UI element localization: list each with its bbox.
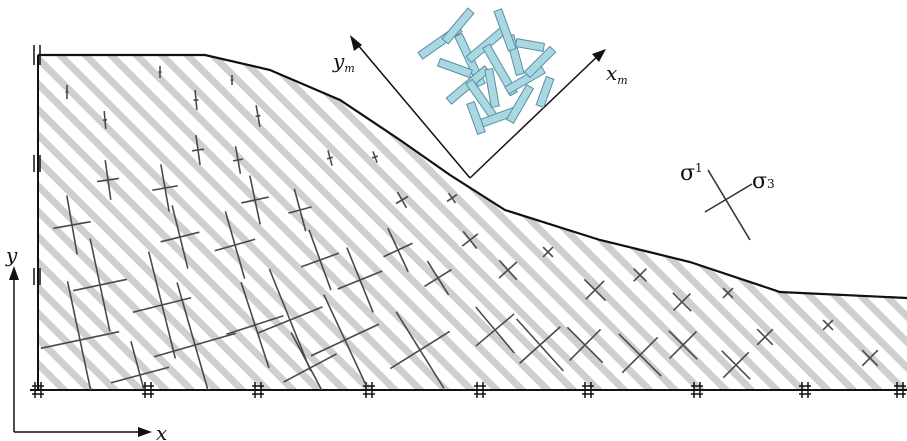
stress-cross <box>226 281 284 369</box>
stress-cross <box>861 349 879 367</box>
stress-cross <box>721 350 751 380</box>
stress-crosses <box>40 66 879 390</box>
stress-cross <box>53 195 91 255</box>
stress-cross <box>446 192 458 204</box>
stress-cross <box>310 294 380 386</box>
stress-cross <box>230 75 234 85</box>
stress-cross <box>383 227 413 273</box>
stress-cross <box>756 328 774 346</box>
stress-cross <box>618 333 662 377</box>
stress-cross <box>160 205 200 269</box>
stress-cross <box>461 230 479 250</box>
stress-cross <box>255 105 261 127</box>
global-axes <box>9 266 152 437</box>
stress-cross <box>193 89 199 111</box>
stress-cross <box>283 332 337 390</box>
material-y-label: ym <box>332 49 355 75</box>
stress-cross <box>672 292 692 312</box>
principal-stress-legend <box>704 169 753 241</box>
stress-cross <box>153 282 237 390</box>
crystal-rod <box>482 43 518 97</box>
stress-cross <box>337 247 383 313</box>
stress-cross <box>257 268 323 372</box>
stress-cross <box>288 188 312 232</box>
slope-region <box>38 55 907 390</box>
stress-cross <box>389 311 451 389</box>
stress-cross <box>65 85 69 99</box>
stress-cross <box>822 319 834 331</box>
stress-cross <box>583 278 607 302</box>
stress-cross <box>110 340 170 390</box>
stress-cross <box>326 150 334 166</box>
crystal-rod <box>505 83 535 125</box>
stress-cross <box>633 268 647 282</box>
sigma1-label: σ1 <box>680 161 703 186</box>
stress-cross <box>40 281 120 390</box>
stress-cross <box>191 135 205 165</box>
stress-cross <box>498 259 518 281</box>
sigma3-label: σ3 <box>752 169 775 194</box>
stress-cross <box>668 330 698 360</box>
crystal-rod <box>466 100 486 136</box>
stress-cross <box>475 306 515 354</box>
stress-cross <box>395 191 409 209</box>
stress-cross <box>102 110 108 130</box>
stress-cross <box>152 164 178 212</box>
crystal-rod <box>465 26 507 64</box>
material-axes <box>350 35 606 179</box>
slope-surface-line <box>38 53 907 300</box>
crystal-rod <box>437 57 473 79</box>
stress-cross <box>158 66 162 78</box>
stress-cross <box>300 229 340 291</box>
crystal-rod <box>493 8 517 52</box>
stress-cross <box>424 260 452 296</box>
stress-cross <box>515 318 565 372</box>
crystal-rod <box>441 7 475 45</box>
left-boundary-marks <box>33 45 41 285</box>
stress-cross <box>214 211 256 279</box>
crystal-rod <box>523 45 557 79</box>
stress-cross <box>96 160 120 200</box>
stress-cross <box>232 146 244 174</box>
material-x-label: xm <box>606 61 628 87</box>
stress-cross <box>371 151 379 163</box>
stress-cross <box>542 246 554 258</box>
stress-cross <box>722 287 734 299</box>
crystal-rod <box>484 68 500 108</box>
global-y-label: y <box>5 243 18 267</box>
crystal-rod <box>535 75 555 109</box>
global-x-label: x <box>156 421 167 441</box>
stress-cross <box>566 326 604 364</box>
stress-cross <box>241 175 269 225</box>
crystal-cluster <box>417 7 557 136</box>
stress-cross <box>72 238 128 332</box>
crystal-rod <box>514 38 546 52</box>
